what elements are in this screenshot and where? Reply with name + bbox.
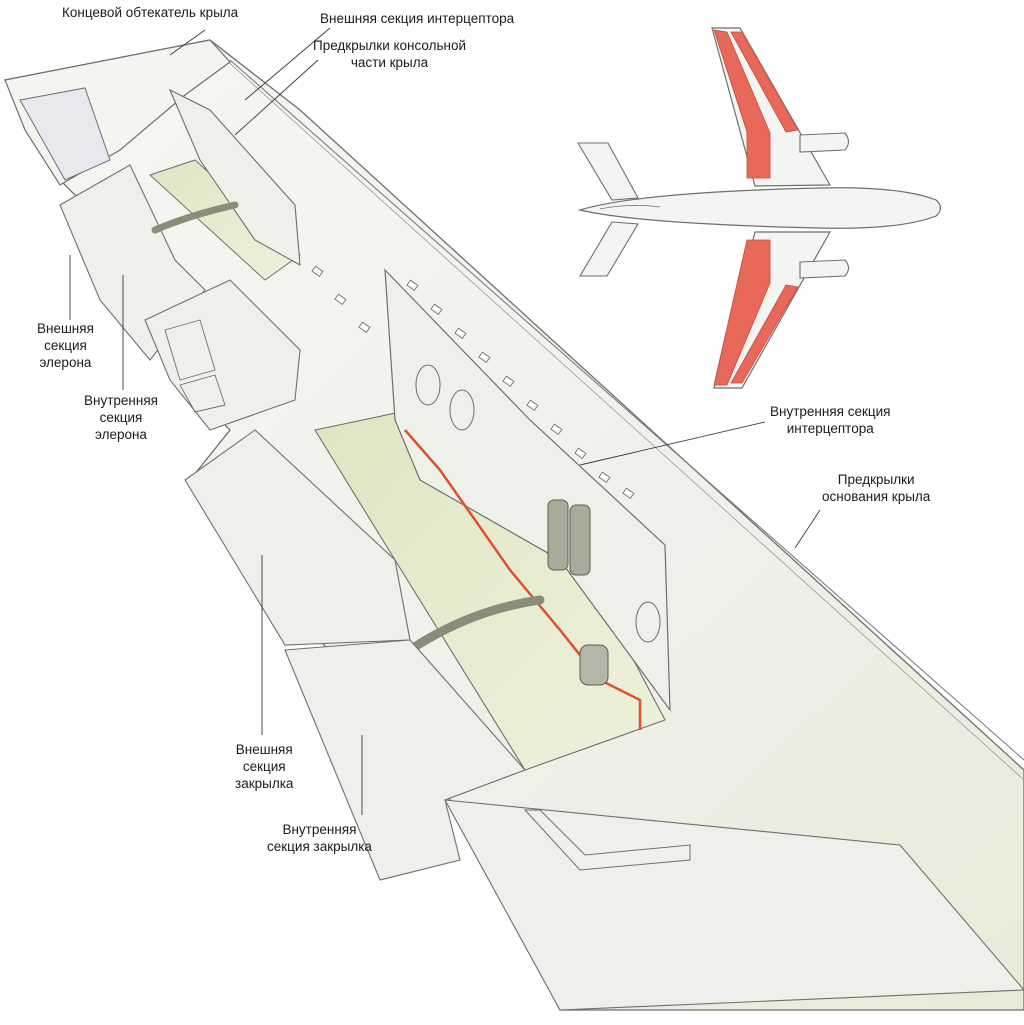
actuator-right bbox=[569, 504, 591, 576]
leader-lines bbox=[69, 27, 821, 815]
label-outer-spoiler: Внешняя секция интерцептора bbox=[320, 11, 515, 26]
leading-edge-line bbox=[229, 59, 1024, 761]
lower-slat-highlight bbox=[730, 284, 799, 384]
label-inner-spoiler: Внутренняя секция интерцептора bbox=[770, 404, 891, 436]
label-inner-flap: Внутренняя секция закрылка bbox=[267, 822, 372, 854]
slat-markings bbox=[311, 265, 635, 499]
label-outer-slats: Предкрылки консольной части крыла bbox=[313, 38, 467, 70]
wingtip-panel bbox=[19, 87, 111, 181]
slat-line-inner bbox=[214, 49, 1024, 781]
upper-stabilizer bbox=[577, 142, 639, 201]
lower-stabilizer bbox=[579, 221, 639, 277]
label-inner-slats: Предкрылки основания крыла bbox=[822, 472, 931, 504]
outer-flap bbox=[184, 429, 411, 646]
airplane-silhouette bbox=[577, 27, 942, 389]
outer-spoiler-bay bbox=[149, 159, 301, 281]
actuator-left bbox=[547, 499, 569, 571]
trailing-inner-panel bbox=[444, 799, 1024, 1011]
fuselage bbox=[577, 187, 942, 229]
hydraulic-line bbox=[404, 429, 642, 730]
upper-engine bbox=[799, 132, 850, 153]
label-outer-flap: Внешняя секция закрылка bbox=[235, 742, 294, 791]
lower-engine bbox=[799, 259, 850, 279]
lower-wing-highlight bbox=[713, 239, 771, 386]
upper-wing-highlight bbox=[713, 29, 771, 179]
label-wingtip-fairing: Концевой обтекатель крыла bbox=[62, 5, 239, 20]
upper-slat-highlight bbox=[730, 31, 799, 133]
inner-spoiler-panel bbox=[384, 268, 671, 712]
label-inner-aileron: Внутренняя секция элерона bbox=[84, 393, 158, 442]
label-outer-aileron: Внешняя секция элерона bbox=[37, 321, 94, 370]
outer-spoiler-panel bbox=[168, 88, 301, 266]
